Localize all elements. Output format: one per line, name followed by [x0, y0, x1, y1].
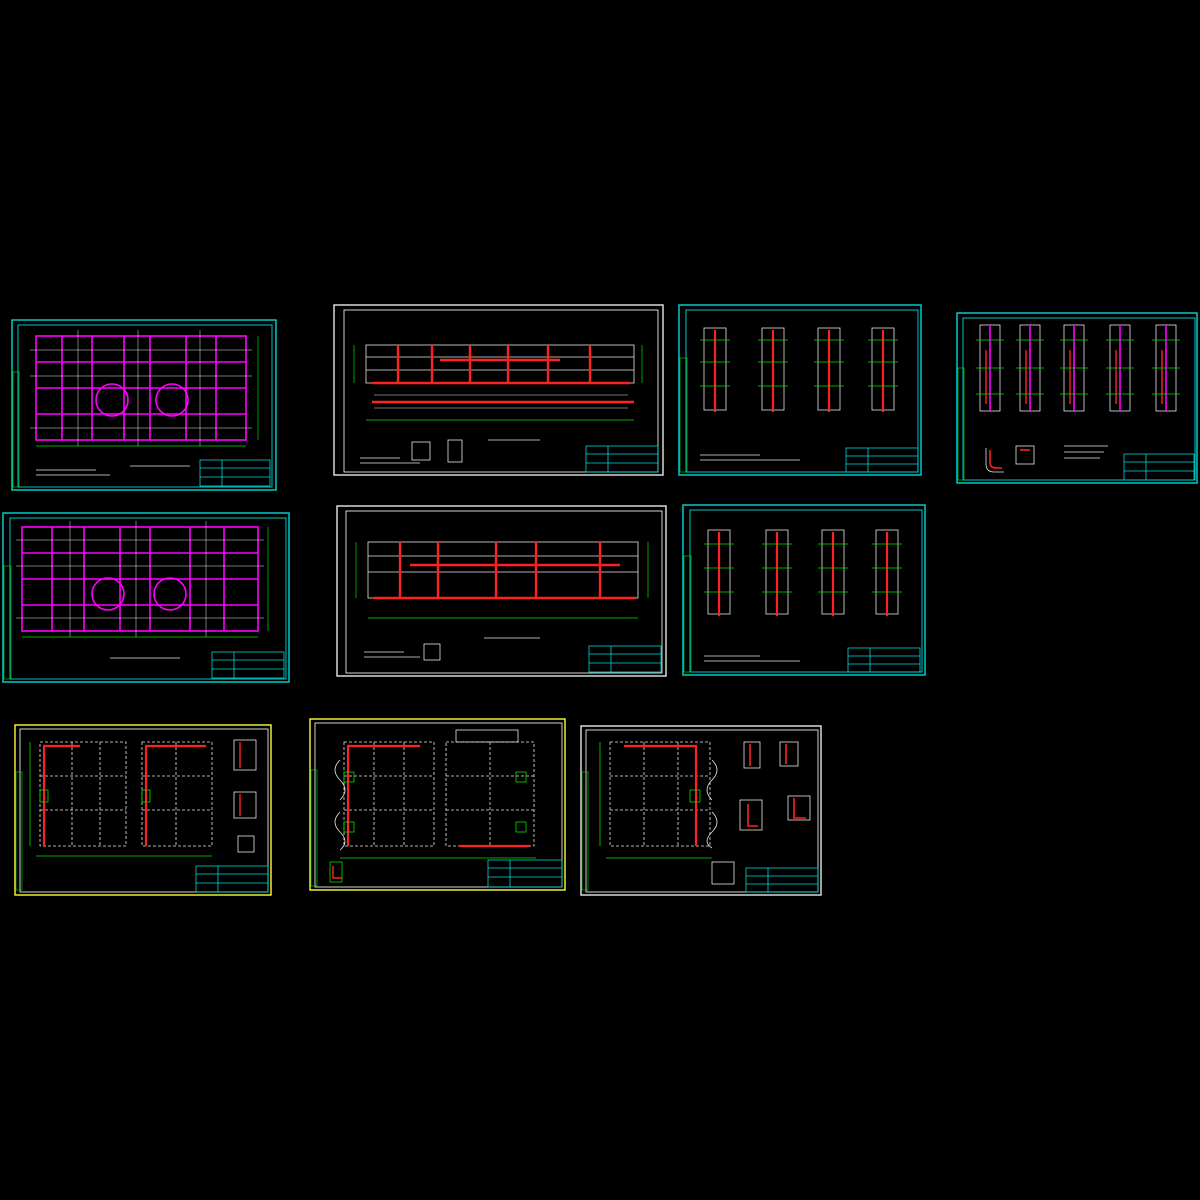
drawing-sheet-3[interactable]	[678, 304, 922, 476]
drawing-sheet-9[interactable]	[309, 718, 566, 891]
drawing-sheet-7[interactable]	[682, 504, 926, 676]
drawing-sheet-8[interactable]	[14, 724, 272, 896]
drawing-sheet-6[interactable]	[336, 505, 667, 677]
drawing-sheet-5[interactable]	[2, 512, 290, 683]
drawing-sheet-10[interactable]	[580, 725, 822, 896]
drawing-sheet-4[interactable]	[956, 312, 1198, 484]
drawing-sheet-1[interactable]	[11, 319, 277, 491]
drawing-sheet-2[interactable]	[333, 304, 664, 476]
